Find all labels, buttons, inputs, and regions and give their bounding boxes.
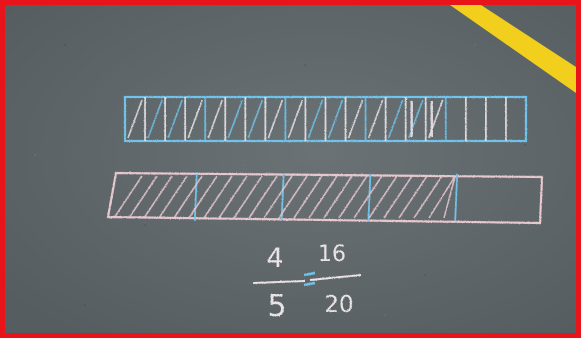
asphalt-surface (5, 5, 576, 333)
top-fraction-bar (125, 97, 526, 141)
asphalt-photo: 4 5 16 20 (5, 5, 576, 333)
right-denominator: 20 (324, 292, 353, 318)
right-numerator: 16 (318, 242, 346, 267)
left-numerator: 4 (266, 243, 283, 274)
left-denominator: 5 (267, 289, 286, 324)
